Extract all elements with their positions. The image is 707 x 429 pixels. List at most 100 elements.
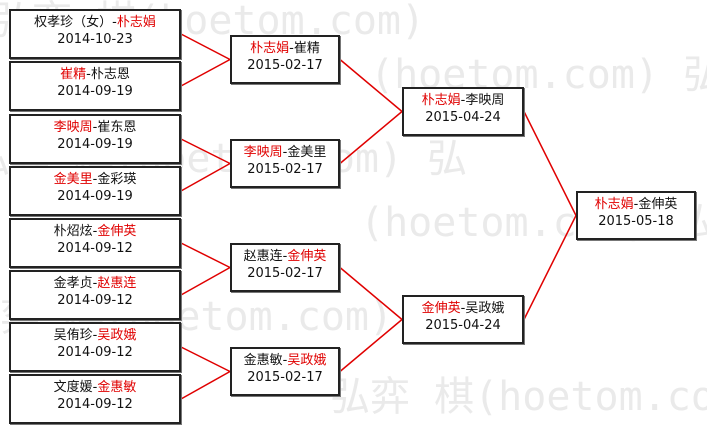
match-players: 吴侑珍-吴政娥 — [11, 327, 179, 344]
separator: - — [112, 15, 117, 30]
match-date: 2014-09-12 — [57, 293, 133, 308]
match-date: 2015-02-17 — [247, 370, 323, 385]
winner-name: 朴志娟 — [250, 41, 290, 56]
match-players: 金孝贞-赵惠连 — [11, 275, 179, 292]
separator: - — [460, 93, 466, 108]
separator: - — [92, 380, 98, 395]
match-players: 朴志娟-李映周 — [404, 92, 522, 109]
loser-name: 崔东恩 — [97, 120, 137, 135]
loser-name: 金彩瑛 — [97, 172, 137, 187]
winner-name: 朴志娟 — [421, 93, 461, 108]
match-players: 金惠敏-吴政娥 — [232, 352, 338, 369]
connector-line — [180, 242, 231, 269]
separator: - — [92, 224, 98, 239]
winner-name: 朴志娟 — [594, 197, 634, 212]
loser-name: 金惠敏 — [243, 353, 283, 368]
match-box-round1-8: 文度媛-金惠敏 2014-09-12 — [9, 374, 181, 424]
connector-line — [180, 58, 231, 87]
loser-name: 文度媛 — [53, 380, 93, 395]
separator: - — [282, 353, 288, 368]
match-players: 李映周-金美里 — [232, 144, 338, 161]
match-date: 2014-09-12 — [57, 241, 133, 256]
separator: - — [633, 197, 639, 212]
loser-name: 李映周 — [465, 93, 505, 108]
loser-name: 朴志恩 — [90, 67, 130, 82]
match-players: 崔精-朴志恩 — [11, 66, 179, 83]
match-date: 2015-02-17 — [247, 162, 323, 177]
connector-line — [339, 318, 403, 373]
winner-name: 吴政娥 — [287, 353, 327, 368]
loser-name: 金美里 — [287, 145, 327, 160]
connector-line — [523, 111, 577, 216]
connector-line — [180, 370, 231, 400]
winner-name: 金伸英 — [97, 224, 137, 239]
winner-name: 李映周 — [243, 145, 283, 160]
match-date: 2014-09-19 — [57, 84, 133, 99]
connector-line — [339, 266, 403, 321]
match-players: 李映周-崔东恩 — [11, 119, 179, 136]
match-date: 2015-04-24 — [425, 318, 501, 333]
winner-name: 金伸英 — [421, 301, 461, 316]
separator: - — [460, 301, 466, 316]
connector-line — [339, 58, 403, 113]
separator: - — [92, 120, 98, 135]
winner-name: 崔精 — [60, 67, 87, 82]
loser-name: 金孝贞 — [53, 276, 93, 291]
match-players: 朴炤炫-金伸英 — [11, 223, 179, 240]
match-date: 2014-09-19 — [57, 189, 133, 204]
winner-name: 金美里 — [53, 172, 93, 187]
connector-line — [180, 33, 231, 61]
connector-line — [180, 346, 231, 373]
separator: - — [92, 172, 98, 187]
match-date: 2014-10-23 — [57, 32, 133, 47]
match-players: 朴志娟-崔精 — [232, 40, 338, 57]
separator: - — [92, 328, 98, 343]
separator: - — [282, 145, 288, 160]
match-players: 朴志娟-金伸英 — [578, 196, 694, 213]
winner-name: 朴志娟 — [116, 15, 156, 30]
connector-line — [180, 266, 231, 296]
match-players: 金伸英-吴政娥 — [404, 300, 522, 317]
loser-name: 吴政娥 — [465, 301, 505, 316]
connector-line — [523, 215, 577, 320]
loser-name: 吴侑珍 — [53, 328, 93, 343]
loser-name: 朴炤炫 — [53, 224, 93, 239]
connector-line — [339, 110, 403, 165]
watermark-text: 弘弈 棋(hoetom.com) — [330, 374, 707, 420]
match-date: 2015-05-18 — [598, 214, 674, 229]
winner-name: 李映周 — [53, 120, 93, 135]
match-players: 权孝珍（女）-朴志娟 — [11, 14, 179, 31]
separator: - — [86, 67, 91, 82]
separator: - — [282, 249, 288, 264]
separator: - — [92, 276, 98, 291]
match-date: 2015-02-17 — [247, 58, 323, 73]
winner-name: 金惠敏 — [97, 380, 137, 395]
match-date: 2015-04-24 — [425, 110, 501, 125]
match-date: 2014-09-12 — [57, 345, 133, 360]
loser-name: 权孝珍（女） — [34, 15, 113, 30]
loser-name: 赵惠连 — [243, 249, 283, 264]
winner-name: 吴政娥 — [97, 328, 137, 343]
match-players: 金美里-金彩瑛 — [11, 171, 179, 188]
loser-name: 金伸英 — [638, 197, 678, 212]
separator: - — [289, 41, 294, 56]
connector-line — [180, 162, 231, 192]
winner-name: 赵惠连 — [97, 276, 137, 291]
connector-line — [180, 138, 231, 165]
winner-name: 金伸英 — [287, 249, 327, 264]
match-date: 2014-09-12 — [57, 397, 133, 412]
match-date: 2015-02-17 — [247, 266, 323, 281]
match-players: 赵惠连-金伸英 — [232, 248, 338, 265]
